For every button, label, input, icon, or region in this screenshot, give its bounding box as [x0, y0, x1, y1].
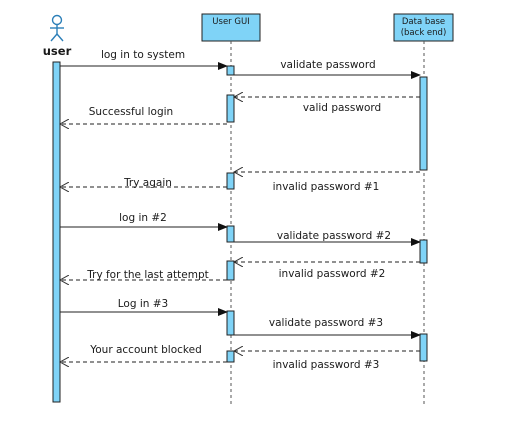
gui-activation-bar: [226, 225, 235, 243]
database-activation-bar: [419, 333, 428, 362]
database-header-box: [393, 13, 454, 42]
database-activation-bar: [419, 76, 428, 171]
gui-activation-bar: [226, 65, 235, 76]
gui-activation-bar: [226, 172, 235, 190]
message-valid-password: valid password: [234, 97, 420, 114]
gui-activation-bar: [226, 94, 235, 123]
database-label-line1: Data base: [402, 17, 445, 27]
message-invalid-password-2: invalid password #2: [234, 262, 420, 280]
message-invalid-password-1: invalid password #1: [234, 172, 420, 193]
user-actor: user: [43, 14, 72, 58]
actor-figure-icon: [50, 14, 64, 42]
message-invalid-password-3: invalid password #3: [234, 351, 420, 371]
message-log-in-3: Log in #3: [60, 298, 228, 316]
message-label: validate password #3: [269, 317, 383, 329]
message-label: Your account blocked: [89, 344, 202, 356]
message-account-blocked: Your account blocked: [60, 344, 227, 362]
message-try-last-attempt: Try for the last attempt: [60, 269, 227, 281]
message-label: Try again: [123, 177, 172, 189]
database-label-line2: (back end): [401, 28, 447, 38]
gui-activation-bar: [226, 310, 235, 336]
message-label: invalid password #3: [273, 359, 380, 371]
user-label: user: [43, 44, 72, 58]
user-gui-label: User GUI: [212, 17, 249, 27]
message-successful-login: Successful login: [60, 106, 227, 124]
message-label: validate password #2: [277, 230, 391, 242]
user-gui-participant: User GUI: [201, 13, 261, 42]
database-participant: Data base (back end): [393, 13, 454, 42]
message-validate-password-2: validate password #2: [234, 230, 421, 246]
message-log-in-to-system: log in to system: [60, 49, 228, 70]
message-label: log in to system: [101, 49, 185, 61]
message-label: Log in #3: [118, 298, 168, 310]
message-label: valid password: [303, 102, 381, 114]
message-label: Successful login: [89, 106, 173, 118]
user-activation-bar: [52, 61, 61, 403]
message-label: invalid password #1: [273, 181, 380, 193]
gui-activation-bar: [226, 260, 235, 281]
message-log-in-2: log in #2: [60, 212, 228, 231]
message-label: log in #2: [119, 212, 167, 224]
message-label: invalid password #2: [279, 268, 386, 280]
message-validate-password-3: validate password #3: [234, 317, 421, 339]
database-activation-bar: [419, 239, 428, 264]
message-label: Try for the last attempt: [86, 269, 209, 281]
message-validate-password: validate password: [234, 59, 421, 79]
message-try-again: Try again: [60, 177, 227, 189]
message-label: validate password: [280, 59, 375, 71]
user-gui-header-box: [201, 13, 261, 42]
gui-activation-bar: [226, 350, 235, 363]
